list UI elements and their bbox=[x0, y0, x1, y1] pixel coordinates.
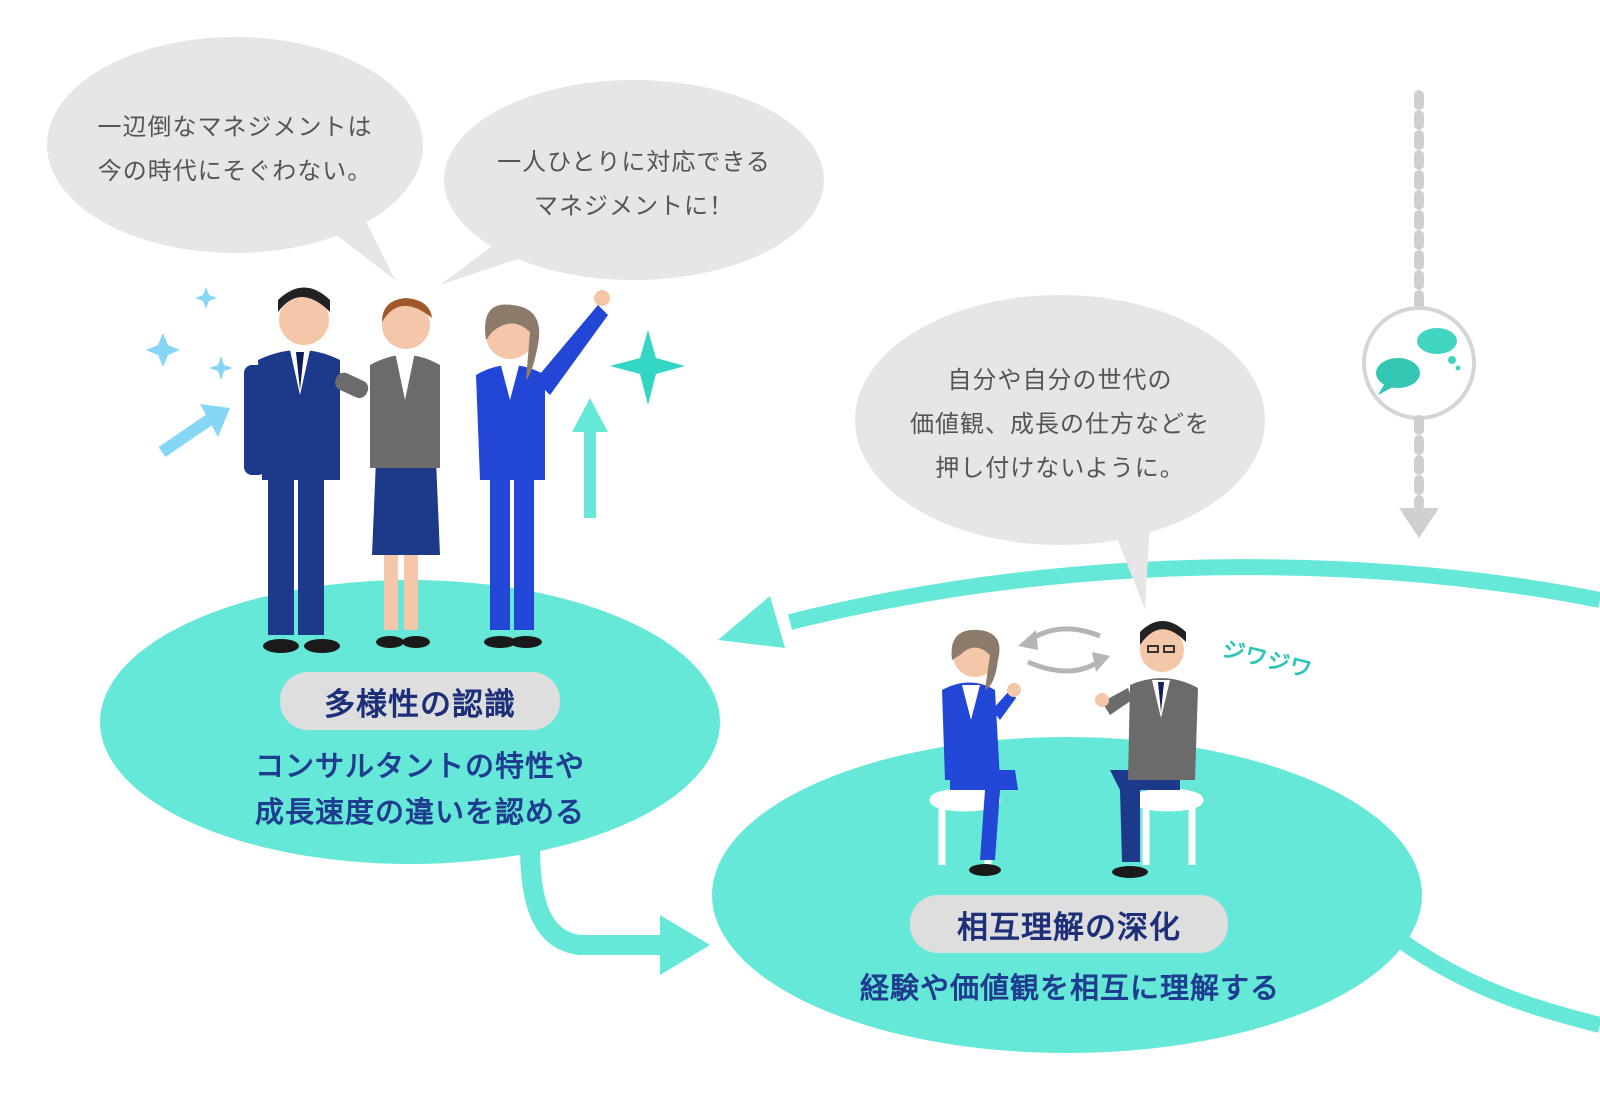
speech-bubble-left-text: 一辺倒なマネジメントは 今の時代にそぐわない。 bbox=[80, 105, 390, 193]
speech-bubble-left bbox=[47, 37, 423, 280]
man-navy-suit-figure bbox=[244, 287, 340, 653]
diversity-stage-title: 多様性の認識 bbox=[280, 672, 560, 730]
woman-blue-suit-figure bbox=[476, 290, 610, 648]
sparkle-icon-large bbox=[610, 330, 685, 405]
speech-bubble-middle bbox=[855, 295, 1265, 610]
speech-bubble-right-text: 一人ひとりに対応できる マネジメントに！ bbox=[474, 140, 794, 228]
understanding-stage-title: 相互理解の深化 bbox=[910, 895, 1228, 953]
diversity-stage-description: コンサルタントの特性や 成長速度の違いを認める bbox=[200, 743, 640, 835]
speech-bubbles-icon bbox=[1376, 328, 1461, 395]
flow-curve-exit bbox=[1395, 933, 1600, 1033]
speech-bubble-middle-line1: 自分や自分の世代の bbox=[947, 366, 1173, 394]
flow-arrowhead-right bbox=[660, 915, 710, 975]
down-arrow-icon bbox=[1399, 508, 1439, 538]
thought-circle bbox=[1362, 306, 1476, 420]
seated-woman-blue-suit-figure bbox=[942, 629, 1021, 876]
understanding-stage-desc-line1: 経験や価値観を相互に理解する bbox=[859, 971, 1280, 1005]
speech-bubble-left-line1: 一辺倒なマネジメントは bbox=[97, 113, 373, 141]
diagonal-arrow-icon bbox=[158, 404, 230, 457]
flow-curve-top bbox=[788, 559, 1600, 630]
up-arrow-icon bbox=[572, 398, 608, 518]
speech-bubble-middle-line3: 押し付けないように。 bbox=[935, 454, 1185, 482]
sparkle-icon bbox=[146, 287, 233, 380]
diversity-stage-desc-line1: コンサルタントの特性や bbox=[254, 749, 585, 783]
flow-arrowhead-left bbox=[718, 596, 785, 648]
speech-bubble-middle-line2: 価値観、成長の仕方などを bbox=[910, 410, 1210, 438]
exchange-arrows-icon bbox=[1018, 626, 1110, 674]
seated-man-gray-jacket-figure bbox=[1095, 621, 1198, 878]
woman-gray-jacket-figure bbox=[335, 298, 440, 648]
flow-curve-bottom bbox=[520, 835, 675, 955]
speech-bubble-right-line1: 一人ひとりに対応できる bbox=[497, 148, 771, 176]
speech-bubble-right-line2: マネジメントに！ bbox=[534, 192, 734, 220]
understanding-stage-description: 経験や価値観を相互に理解する bbox=[790, 965, 1350, 1011]
diversity-stage-desc-line2: 成長速度の違いを認める bbox=[254, 795, 585, 829]
speech-bubble-middle-text: 自分や自分の世代の 価値観、成長の仕方などを 押し付けないように。 bbox=[885, 358, 1235, 490]
speech-bubble-right bbox=[440, 80, 824, 285]
speech-bubble-left-line2: 今の時代にそぐわない。 bbox=[97, 157, 373, 185]
